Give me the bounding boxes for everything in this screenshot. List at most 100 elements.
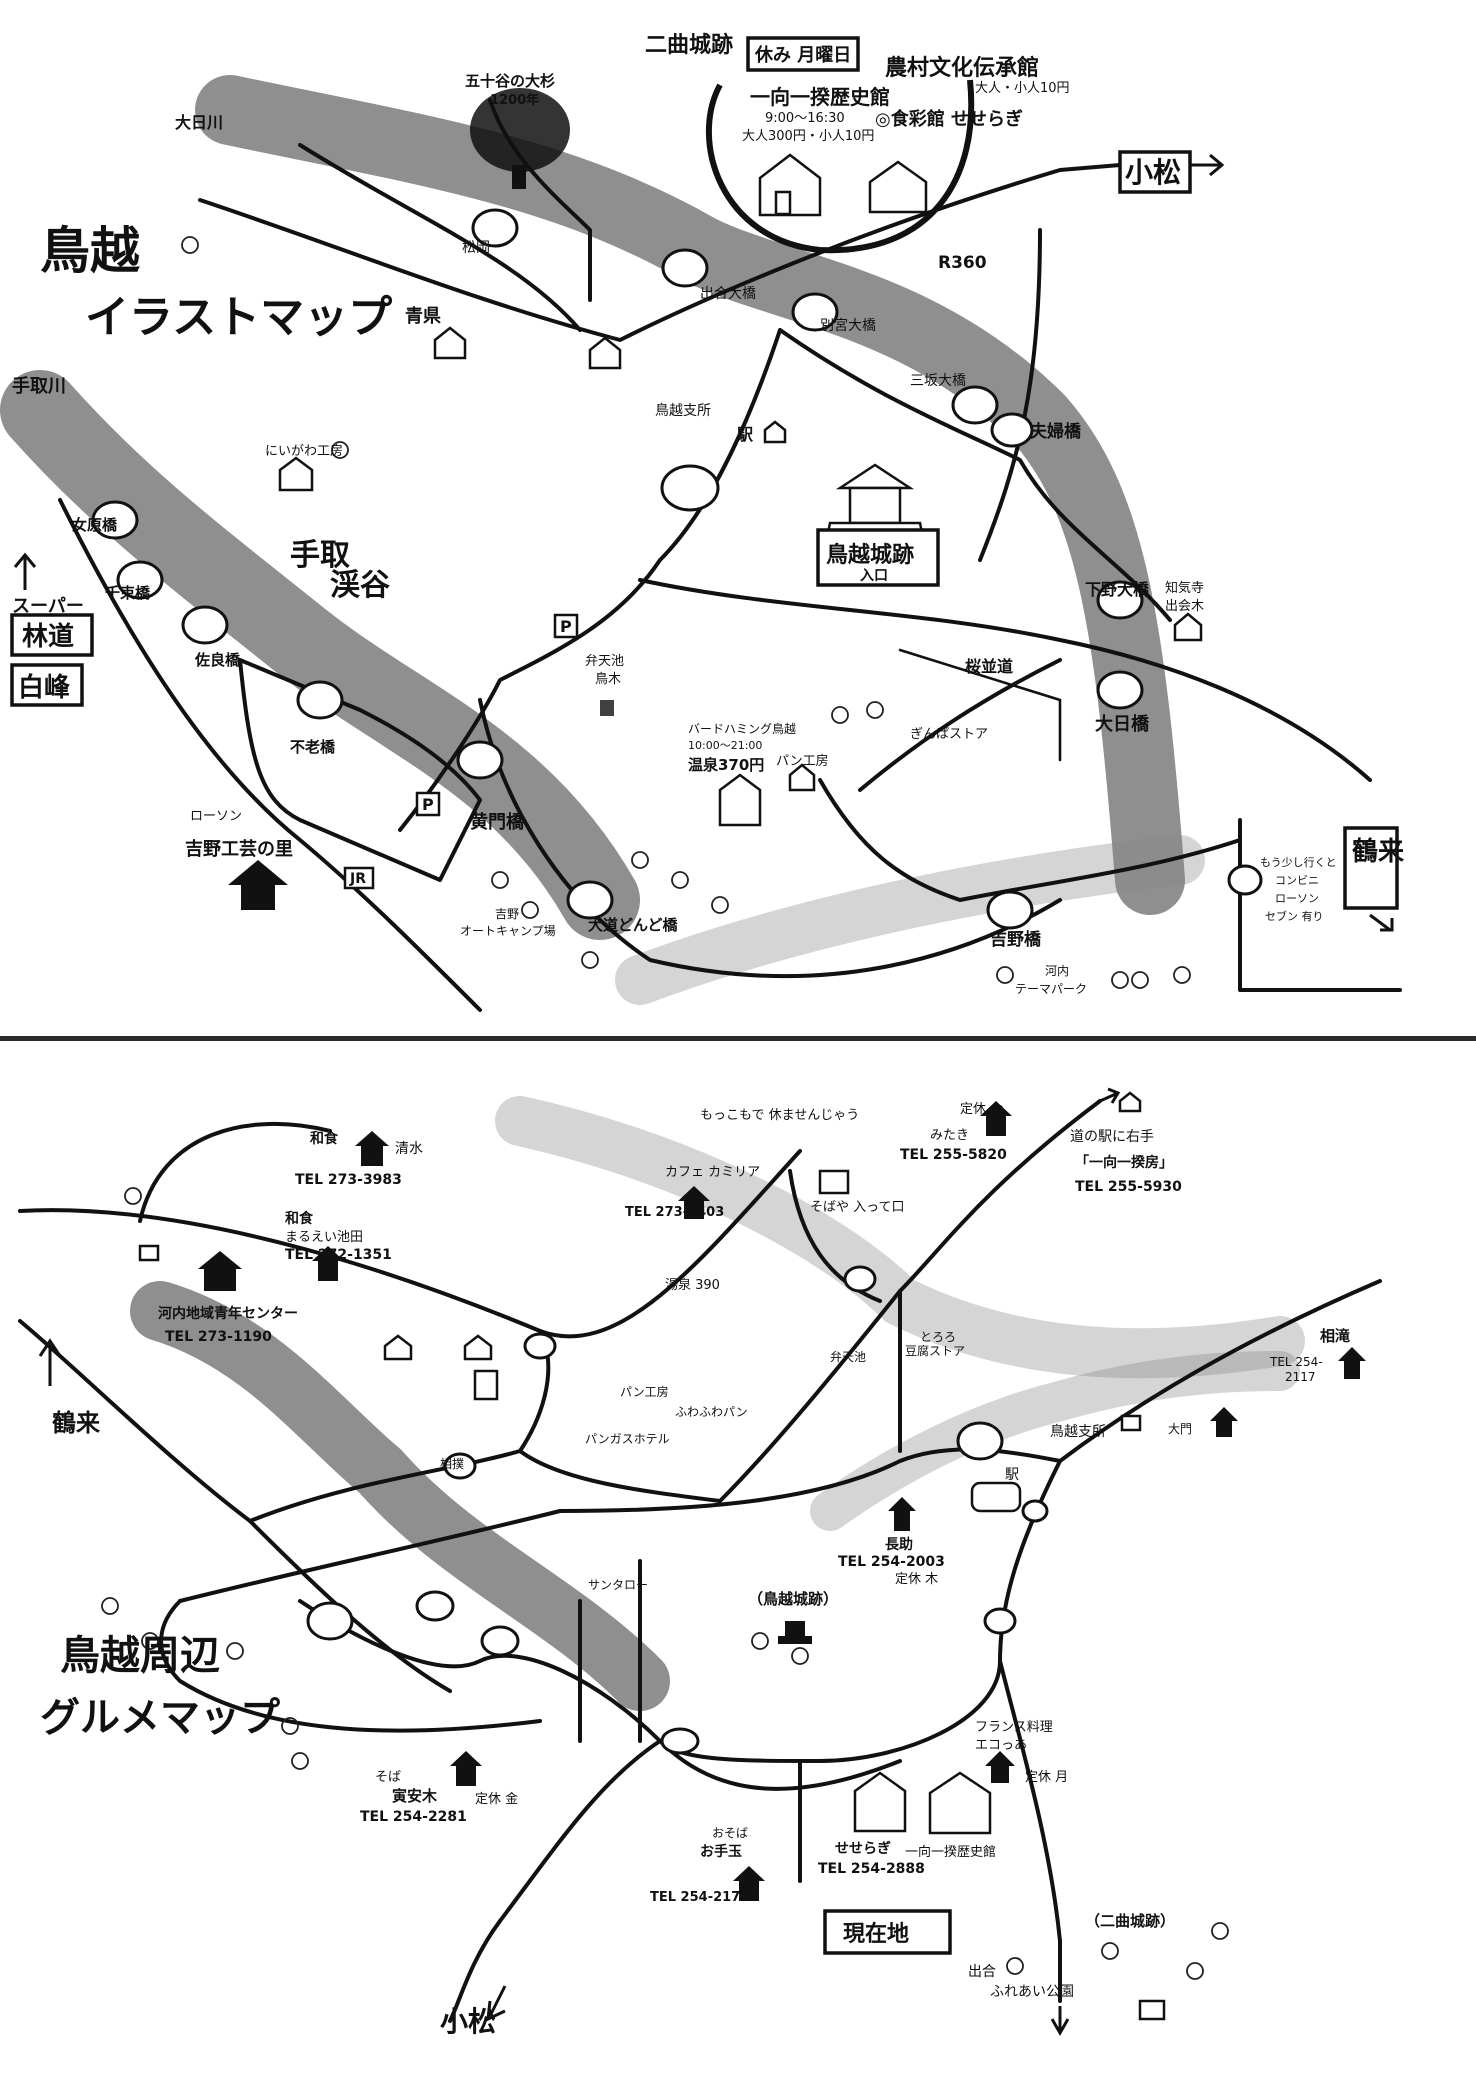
label-ikko-hours: 9:00〜16:30 bbox=[765, 111, 845, 126]
g-road-northwest bbox=[18, 1149, 802, 1339]
bridges bbox=[91, 208, 1263, 930]
shop-tofu: 豆腐ストア bbox=[905, 1343, 965, 1358]
label-detour-3: ローソン bbox=[1275, 892, 1319, 905]
label-shimonobashi: 下野大橋 bbox=[1085, 580, 1150, 599]
shop-soba-ao: そばや 入って口 bbox=[810, 1200, 904, 1215]
label-mebashi: 女原橋 bbox=[72, 516, 118, 534]
shop-toroi: とろろ bbox=[920, 1330, 956, 1344]
bridge-oniichi bbox=[1096, 670, 1144, 710]
shop-wa1-label: 和食 bbox=[310, 1130, 339, 1147]
road-loop bbox=[238, 658, 482, 882]
road-south-loop bbox=[478, 698, 1062, 979]
label-keikoku-2: 渓谷 bbox=[330, 568, 390, 603]
map-title-line1: 鳥越 bbox=[40, 222, 141, 280]
cedar-trunk bbox=[512, 165, 526, 189]
g-road-wa bbox=[138, 1121, 332, 1223]
label-castle-sub: 入口 bbox=[860, 568, 888, 584]
bridge-senju bbox=[116, 560, 164, 600]
tree-icons bbox=[181, 236, 1191, 989]
bridge-shimono bbox=[1096, 580, 1144, 620]
shop-pan-1: パン工房 bbox=[620, 1384, 669, 1399]
label-eki: 駅 bbox=[736, 425, 754, 444]
shop-wa1-name: 清水 bbox=[395, 1141, 423, 1157]
label-tedorigawa: 手取川 bbox=[12, 375, 66, 397]
road-oniichi bbox=[638, 578, 1372, 782]
label-odaimyo: 大道どんど橋 bbox=[588, 916, 679, 934]
gourmet-river-east bbox=[810, 1351, 1300, 1531]
shop-nagasuke: 長助 bbox=[885, 1536, 913, 1553]
bridge-fufu bbox=[990, 412, 1034, 448]
shop-wa2-tel: TEL 272-1351 bbox=[285, 1247, 392, 1263]
shop-fukuma: 寅安木 bbox=[392, 1787, 438, 1805]
shop-osoba: おそば bbox=[712, 1826, 748, 1840]
shop-aiya: 相滝 bbox=[1320, 1327, 1350, 1345]
label-tsurugi: 鶴来 bbox=[1352, 836, 1405, 867]
g-label-komatsu: 小松 bbox=[440, 2005, 496, 2038]
label-store-lawson: ローソン bbox=[190, 809, 242, 824]
label-noson-fee: 大人・小人10円 bbox=[975, 81, 1070, 96]
page-divider bbox=[0, 1036, 1476, 1041]
shop-benten: 弁天池 bbox=[830, 1349, 866, 1364]
shop-nagasuke-tel: TEL 254-2003 bbox=[838, 1554, 945, 1570]
g-road-aiya bbox=[1058, 1279, 1382, 1463]
bridge-funatsuki bbox=[296, 680, 344, 720]
label-theme-2: テーマパーク bbox=[1015, 982, 1087, 996]
bridge-tunnel bbox=[660, 464, 720, 512]
label-omori: 黄門橋 bbox=[470, 811, 525, 833]
arrow-tsurugi-icon bbox=[1369, 913, 1394, 932]
label-aomi: 青県 bbox=[405, 306, 441, 327]
bridge-mitsuzaka bbox=[951, 385, 999, 425]
castle-label-box bbox=[816, 528, 940, 587]
label-yoshino-camp-2: オートキャンプ場 bbox=[460, 924, 556, 938]
gourmet-map-canvas: 鳥越周辺 グルメマップ 和食 清水 TEL 273-3983 和食 まるえい池田… bbox=[18, 1087, 1382, 2038]
current-location-box bbox=[823, 1909, 952, 1955]
label-ikko-museum: 一向一揆歴史館 bbox=[750, 85, 890, 109]
g-road-center bbox=[518, 1329, 722, 1503]
arrow-komatsu-icon bbox=[1190, 153, 1225, 177]
label-oniichi: 大日橋 bbox=[1095, 713, 1150, 735]
arrow-hakusan-icon bbox=[13, 552, 37, 590]
shop-mitaki-day: 定休 金 bbox=[960, 1101, 1003, 1117]
label-shokusai: ◎食彩館 せせらぎ bbox=[875, 108, 1023, 130]
label-detour-2: コンビニ bbox=[1275, 874, 1319, 887]
g-road-west-loop bbox=[159, 1599, 542, 1733]
shop-kawachi-center: 河内地域青年センター bbox=[158, 1305, 298, 1322]
bridge-mebashi bbox=[91, 500, 139, 540]
shop-osoba-name: お手玉 bbox=[700, 1843, 742, 1860]
shop-wa2-name: まるえい池田 bbox=[285, 1230, 363, 1245]
label-betsugu: 別宮大橋 bbox=[820, 318, 876, 334]
label-mitsuzaka: 三坂大橋 bbox=[910, 373, 966, 389]
shop-bakery2: パンガスホテル bbox=[585, 1432, 670, 1446]
label-yoshino: 吉野工芸の里 bbox=[185, 838, 293, 860]
komatsu-box bbox=[1118, 150, 1192, 194]
label-jr: JR bbox=[349, 871, 366, 887]
bridge-matsuoka bbox=[471, 208, 519, 248]
g-arrow-nikyoku-icon bbox=[1050, 2006, 1070, 2037]
g-castle-mark bbox=[778, 1621, 812, 1644]
closed-box bbox=[746, 36, 860, 72]
label-detour-1: もう少し行くと bbox=[1260, 856, 1337, 869]
shop-mitaki: みたき bbox=[930, 1128, 969, 1143]
gourmet-map: 鳥越周辺 グルメマップ 和食 清水 TEL 273-3983 和食 まるえい池田… bbox=[0, 1041, 1476, 2076]
museum-circle bbox=[705, 79, 975, 254]
g-label-tsurugi: 鶴来 bbox=[52, 1409, 101, 1437]
gourmet-title-line2: グルメマップ bbox=[40, 1695, 280, 1741]
road-east bbox=[778, 328, 1172, 622]
label-pond: 弁天池 bbox=[585, 654, 624, 669]
bridge-omori bbox=[456, 740, 504, 780]
shop-french-day: 定休 月 bbox=[1025, 1770, 1068, 1785]
road-r360 bbox=[978, 228, 1042, 562]
g-road-loop bbox=[298, 1599, 902, 1791]
shop-french-2: エコっあ bbox=[975, 1738, 1027, 1753]
gourmet-title-line1: 鳥越周辺 bbox=[60, 1633, 220, 1679]
g-label-nikyoku: （二曲城跡） bbox=[1085, 1912, 1175, 1930]
shop-cafe: カフェ カミリア bbox=[665, 1165, 760, 1180]
label-sakura-road: 桜並道 bbox=[965, 657, 1013, 676]
label-kimono: にいがわ工房 bbox=[265, 443, 343, 459]
g-label-torigoe-office: 鳥越支所 bbox=[1050, 1424, 1106, 1440]
shop-pan-2: ふわふわパン bbox=[675, 1405, 748, 1419]
bridge-seigaku bbox=[986, 890, 1034, 930]
g-road-soba bbox=[788, 1169, 882, 1303]
bridge-odaimyo bbox=[566, 880, 614, 920]
bridge-sakebashi bbox=[181, 605, 229, 645]
